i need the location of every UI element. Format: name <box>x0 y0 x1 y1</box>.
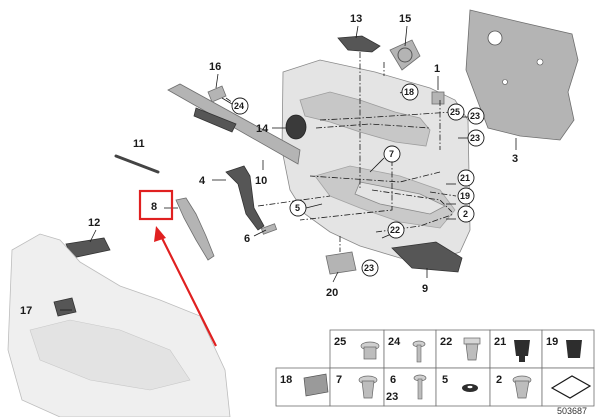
svg-text:25: 25 <box>450 107 460 117</box>
part-4-handle-bracket <box>225 165 265 231</box>
callout-23-circle-low: 23 <box>361 259 379 277</box>
part-11-rod <box>114 154 160 174</box>
callout-14: 14 <box>256 123 269 135</box>
fastener-legend: 25 24 22 21 19 18 7 6 23 5 2 <box>275 329 595 407</box>
svg-text:2: 2 <box>463 209 468 219</box>
callout-16: 16 <box>209 61 221 73</box>
callout-6: 6 <box>244 233 250 245</box>
legend-label-7: 7 <box>336 374 342 386</box>
callout-9: 9 <box>422 283 428 295</box>
door-trim-panel <box>281 59 471 263</box>
svg-text:21: 21 <box>460 173 470 183</box>
highlight-arrow <box>159 233 217 347</box>
legend-cell-24 <box>383 329 437 369</box>
callout-12: 12 <box>88 217 100 229</box>
callout-7-circle: 7 <box>383 145 401 163</box>
legend-label-6: 6 <box>390 374 396 386</box>
part-1-clip <box>431 91 445 105</box>
part-16-clip <box>207 85 227 103</box>
legend-label-25: 25 <box>334 336 346 348</box>
callout-18-circle: 18 <box>401 83 419 101</box>
callout-19-circle: 19 <box>457 187 475 205</box>
callout-10: 10 <box>255 175 267 187</box>
svg-text:23: 23 <box>470 133 480 143</box>
plug-19-icon <box>566 340 582 358</box>
part-20-switch-block <box>325 251 357 275</box>
callout-13: 13 <box>350 13 362 25</box>
callout-3: 3 <box>512 153 518 165</box>
callout-25-circle: 25 <box>447 103 465 121</box>
callout-23-circle-top: 23 <box>467 107 485 125</box>
callout-1: 1 <box>434 63 440 75</box>
part-17-switch <box>53 297 77 317</box>
svg-text:19: 19 <box>460 191 470 201</box>
part-13-cover <box>337 35 381 53</box>
legend-label-22: 22 <box>440 336 452 348</box>
callout-21-circle: 21 <box>457 169 475 187</box>
svg-text:5: 5 <box>295 203 300 213</box>
part-8-grab-handle <box>175 197 215 261</box>
legend-cell-6 <box>383 367 437 407</box>
highlight-arrow-head <box>154 226 166 242</box>
svg-text:23: 23 <box>470 111 480 121</box>
svg-text:22: 22 <box>390 225 400 235</box>
screw-6-icon <box>413 374 427 400</box>
svg-text:23: 23 <box>364 263 374 273</box>
callout-4: 4 <box>199 175 206 187</box>
part-10-trim-strip <box>167 83 301 165</box>
legend-label-18: 18 <box>280 374 292 386</box>
callout-5-circle-a: 5 <box>289 199 307 217</box>
legend-cell-21 <box>489 329 543 369</box>
clip-25-icon <box>360 341 380 360</box>
callout-2-circle: 2 <box>457 205 475 223</box>
callouts: 13 15 16 1 3 14 11 4 10 6 12 17 20 9 24 … <box>20 13 518 317</box>
svg-text:24: 24 <box>234 101 244 111</box>
clip-7-icon <box>358 375 378 399</box>
highlight-annotation: 8 <box>138 189 217 347</box>
legend-label-5: 5 <box>442 374 448 386</box>
callout-23-circle-mid: 23 <box>467 129 485 147</box>
grommet-21-icon <box>514 340 530 362</box>
document-number: 503687 <box>557 406 587 416</box>
door-carrier-panel <box>7 233 231 417</box>
callout-24-circle: 24 <box>231 97 249 115</box>
legend-label-24: 24 <box>388 336 401 348</box>
screw-24-icon <box>412 340 426 363</box>
legend-label-6-sub: 23 <box>386 391 398 403</box>
legend-label-21: 21 <box>494 336 506 348</box>
legend-label-2: 2 <box>496 374 502 386</box>
part-3-insulation-sheet <box>465 9 579 141</box>
svg-text:18: 18 <box>404 87 414 97</box>
callout-11: 11 <box>133 138 145 150</box>
washer-5-icon <box>462 384 478 392</box>
legend-cell-7 <box>329 367 385 407</box>
highlight-box <box>138 189 174 221</box>
part-9-armrest <box>391 241 463 273</box>
callout-20: 20 <box>326 287 338 299</box>
svg-text:7: 7 <box>389 149 394 159</box>
part-15-speaker-bracket <box>389 39 421 71</box>
legend-label-19: 19 <box>546 336 558 348</box>
shim-icon <box>550 375 592 399</box>
callout-17: 17 <box>20 305 32 317</box>
callout-22-circle: 22 <box>387 221 405 239</box>
clip-2-icon <box>512 375 532 399</box>
clip-18-icon <box>303 373 329 397</box>
callout-15: 15 <box>399 13 411 25</box>
clip-22-icon <box>463 337 481 361</box>
part-14-speaker <box>285 114 307 140</box>
callout-8: 8 <box>151 201 157 213</box>
